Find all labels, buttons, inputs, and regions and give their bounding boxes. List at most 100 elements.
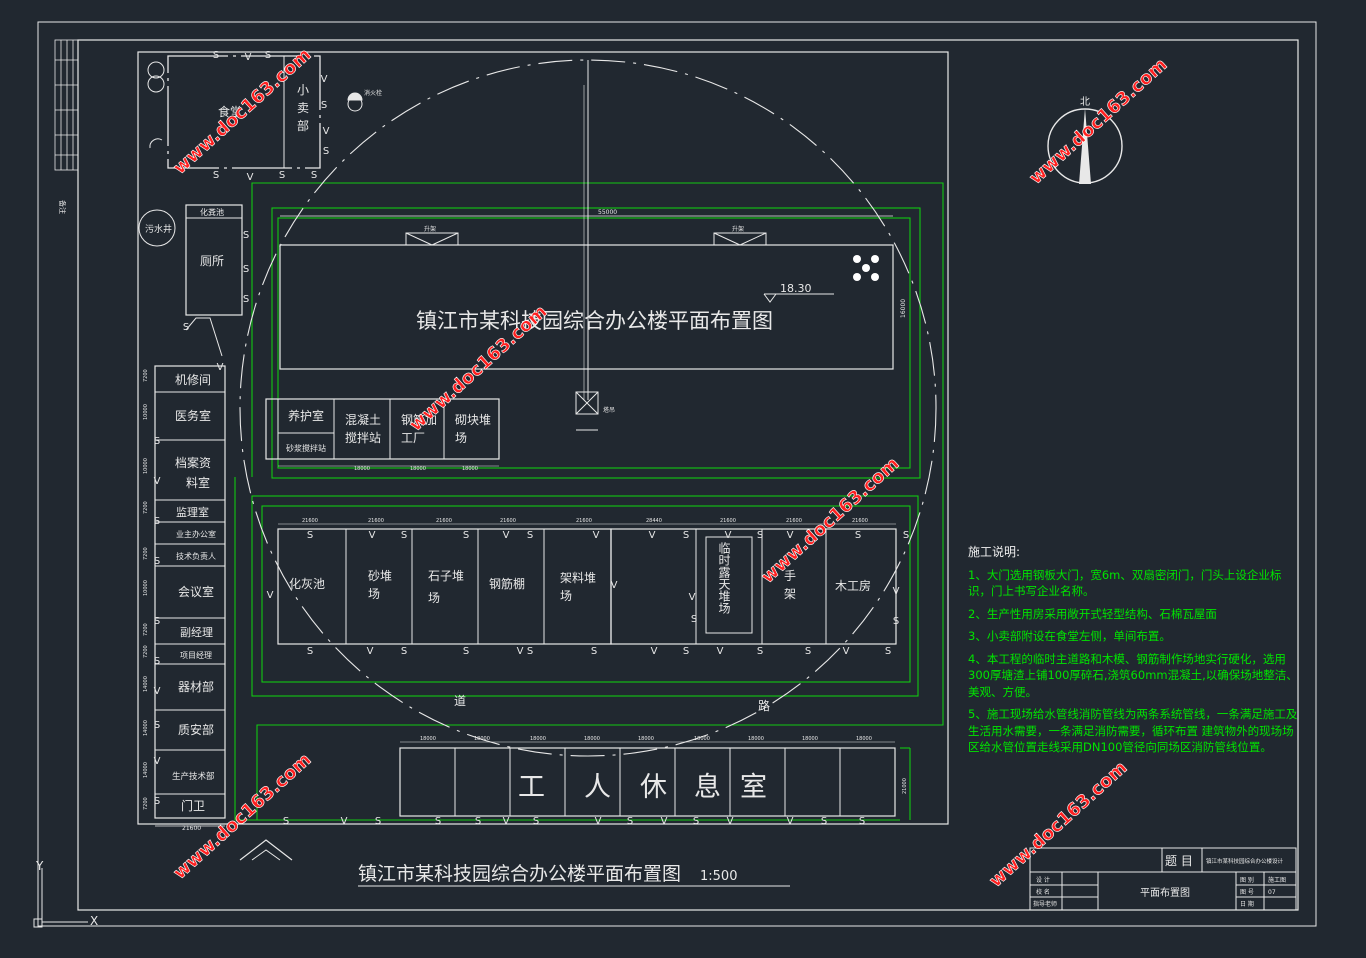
vent-pipe-marker: V	[893, 586, 900, 597]
supply-pipe-marker: S	[885, 646, 891, 657]
svg-text:18000: 18000	[420, 736, 436, 742]
note-3: 3、小卖部附设在食堂左侧，单间布置。	[968, 629, 1171, 643]
vent-pipe-marker: V	[517, 646, 524, 657]
svg-text:7200: 7200	[143, 547, 149, 560]
vent-pipe-marker: V	[611, 580, 618, 591]
vent-pipe-marker: V	[651, 646, 658, 657]
supply-pipe-marker: S	[243, 294, 249, 305]
topic-label: 题 目	[1165, 854, 1193, 868]
block-yard-2: 场	[455, 431, 467, 445]
svg-text:21600: 21600	[500, 518, 516, 524]
scaffold-yard-2: 场	[560, 589, 572, 603]
svg-text:18000: 18000	[748, 736, 764, 742]
svg-text:21600: 21600	[852, 518, 868, 524]
bottom-title: 镇江市某科技园综合办公楼平面布置图	[358, 863, 681, 885]
supply-pipe-marker: S	[859, 816, 865, 827]
svg-text:设 计: 设 计	[1036, 876, 1050, 884]
sand-yard-2: 场	[368, 587, 380, 601]
room-gatehouse: 门卫	[181, 798, 205, 813]
concrete-2: 搅拌站	[345, 430, 381, 445]
vent-pipe-marker: V	[727, 816, 734, 827]
room-archive-1: 档案资	[175, 455, 211, 470]
supply-pipe-marker: S	[527, 646, 533, 657]
supply-pipe-marker: S	[627, 816, 633, 827]
svg-text:21600: 21600	[182, 825, 201, 832]
margin-table	[54, 39, 79, 171]
room-equipment: 器材部	[178, 679, 214, 694]
office-stack: 机修间 医务室 档案资 料室 监理室 业主办公室 技术负责人 会议室 副经理 项…	[154, 365, 226, 832]
supply-pipe-marker: S	[154, 720, 160, 731]
supply-pipe-marker: S	[154, 616, 160, 627]
vent-pipe-marker: V	[341, 816, 348, 827]
svg-text:7200: 7200	[143, 369, 149, 382]
vent-pipe-marker: V	[661, 816, 668, 827]
svg-text:18000: 18000	[410, 466, 426, 472]
mortar-station: 砂浆搅拌站	[286, 443, 326, 453]
room-production-tech: 生产技术部	[172, 771, 215, 782]
supply-pipe-marker: S	[307, 646, 313, 657]
room-meeting: 会议室	[178, 584, 214, 599]
svg-text:21600: 21600	[302, 518, 318, 524]
supply-pipe-marker: S	[243, 230, 249, 241]
supply-pipe-marker: S	[283, 816, 289, 827]
north-label: 北	[1080, 96, 1090, 108]
room-archive-2: 料室	[186, 475, 210, 490]
room-quality-safety: 质安部	[178, 722, 214, 737]
scaffold-1: 手	[784, 569, 796, 583]
room-clinic: 医务室	[175, 408, 211, 423]
vent-pipe-marker: V	[787, 530, 794, 541]
svg-text:18000: 18000	[462, 466, 478, 472]
hydrant-label: 消火栓	[364, 89, 382, 97]
svg-text:28440: 28440	[646, 518, 662, 524]
vent-pipe-marker: V	[323, 126, 330, 137]
supply-pipe-marker: S	[757, 646, 763, 657]
supply-pipe-marker: S	[154, 516, 160, 527]
septic-label: 化粪池	[200, 207, 224, 217]
svg-text:7200: 7200	[143, 501, 149, 514]
svg-text:18000: 18000	[584, 736, 600, 742]
compass: 北	[1047, 96, 1123, 184]
rebar-shed: 钢筋棚	[489, 576, 525, 591]
supply-pipe-marker: S	[683, 646, 689, 657]
vent-pipe-marker: V	[154, 686, 161, 697]
mixing-block: 养护室 砂浆搅拌站 混凝土 搅拌站 钢筋加 工厂 砌块堆 场 18000 180…	[265, 398, 500, 472]
supply-pipe-marker: S	[903, 530, 909, 541]
svg-text:21000: 21000	[902, 778, 908, 794]
svg-text:18000: 18000	[638, 736, 654, 742]
svg-text:21600: 21600	[576, 518, 592, 524]
svg-text:指导老师: 指导老师	[1033, 900, 1057, 908]
dice-icon	[853, 255, 879, 281]
main-title: 镇江市某科技园综合办公楼平面布置图	[416, 309, 773, 333]
svg-text:10000: 10000	[143, 404, 149, 420]
work-sheds: 化灰池 砂堆 场 石子堆 场 钢筋棚 架料堆 场 手 架 木工房 临时露天堆场 …	[277, 518, 897, 645]
inner-border	[77, 39, 1299, 911]
supply-pipe-marker: S	[683, 530, 689, 541]
supply-pipe-marker: S	[693, 816, 699, 827]
shop-label-1: 小	[297, 83, 309, 97]
vent-pipe-marker: V	[267, 590, 274, 601]
svg-text:10000: 10000	[143, 458, 149, 474]
sewage-well-label: 污水井	[145, 223, 172, 235]
scaffold-2: 架	[784, 587, 796, 601]
vent-pipe-marker: V	[593, 530, 600, 541]
svg-text:07: 07	[1268, 889, 1276, 896]
road-label-2: 路	[758, 698, 770, 713]
supply-pipe-marker: S	[401, 530, 407, 541]
lift-b-label: 升架	[732, 225, 744, 233]
gravel-yard-1: 石子堆	[428, 569, 464, 583]
svg-text:18000: 18000	[694, 736, 710, 742]
vent-pipe-marker: V	[247, 172, 254, 183]
supply-pipe-marker: S	[401, 646, 407, 657]
svg-text:21600: 21600	[436, 518, 452, 524]
transformer-icon	[147, 61, 165, 149]
svg-text:日 期: 日 期	[1240, 900, 1254, 908]
supply-pipe-marker: S	[527, 530, 533, 541]
supply-pipe-marker: S	[307, 530, 313, 541]
title-block	[1029, 847, 1297, 911]
note-1: 1、大门选用钢板大门，宽6m、双扇密闭门，门头上设企业标识，门上书写企业名称。	[968, 567, 1282, 599]
room-tech-lead: 技术负责人	[176, 551, 216, 561]
vent-pipe-marker: V	[787, 816, 794, 827]
scaffold-yard-1: 架料堆	[560, 571, 596, 585]
supply-pipe-marker: S	[323, 146, 329, 157]
